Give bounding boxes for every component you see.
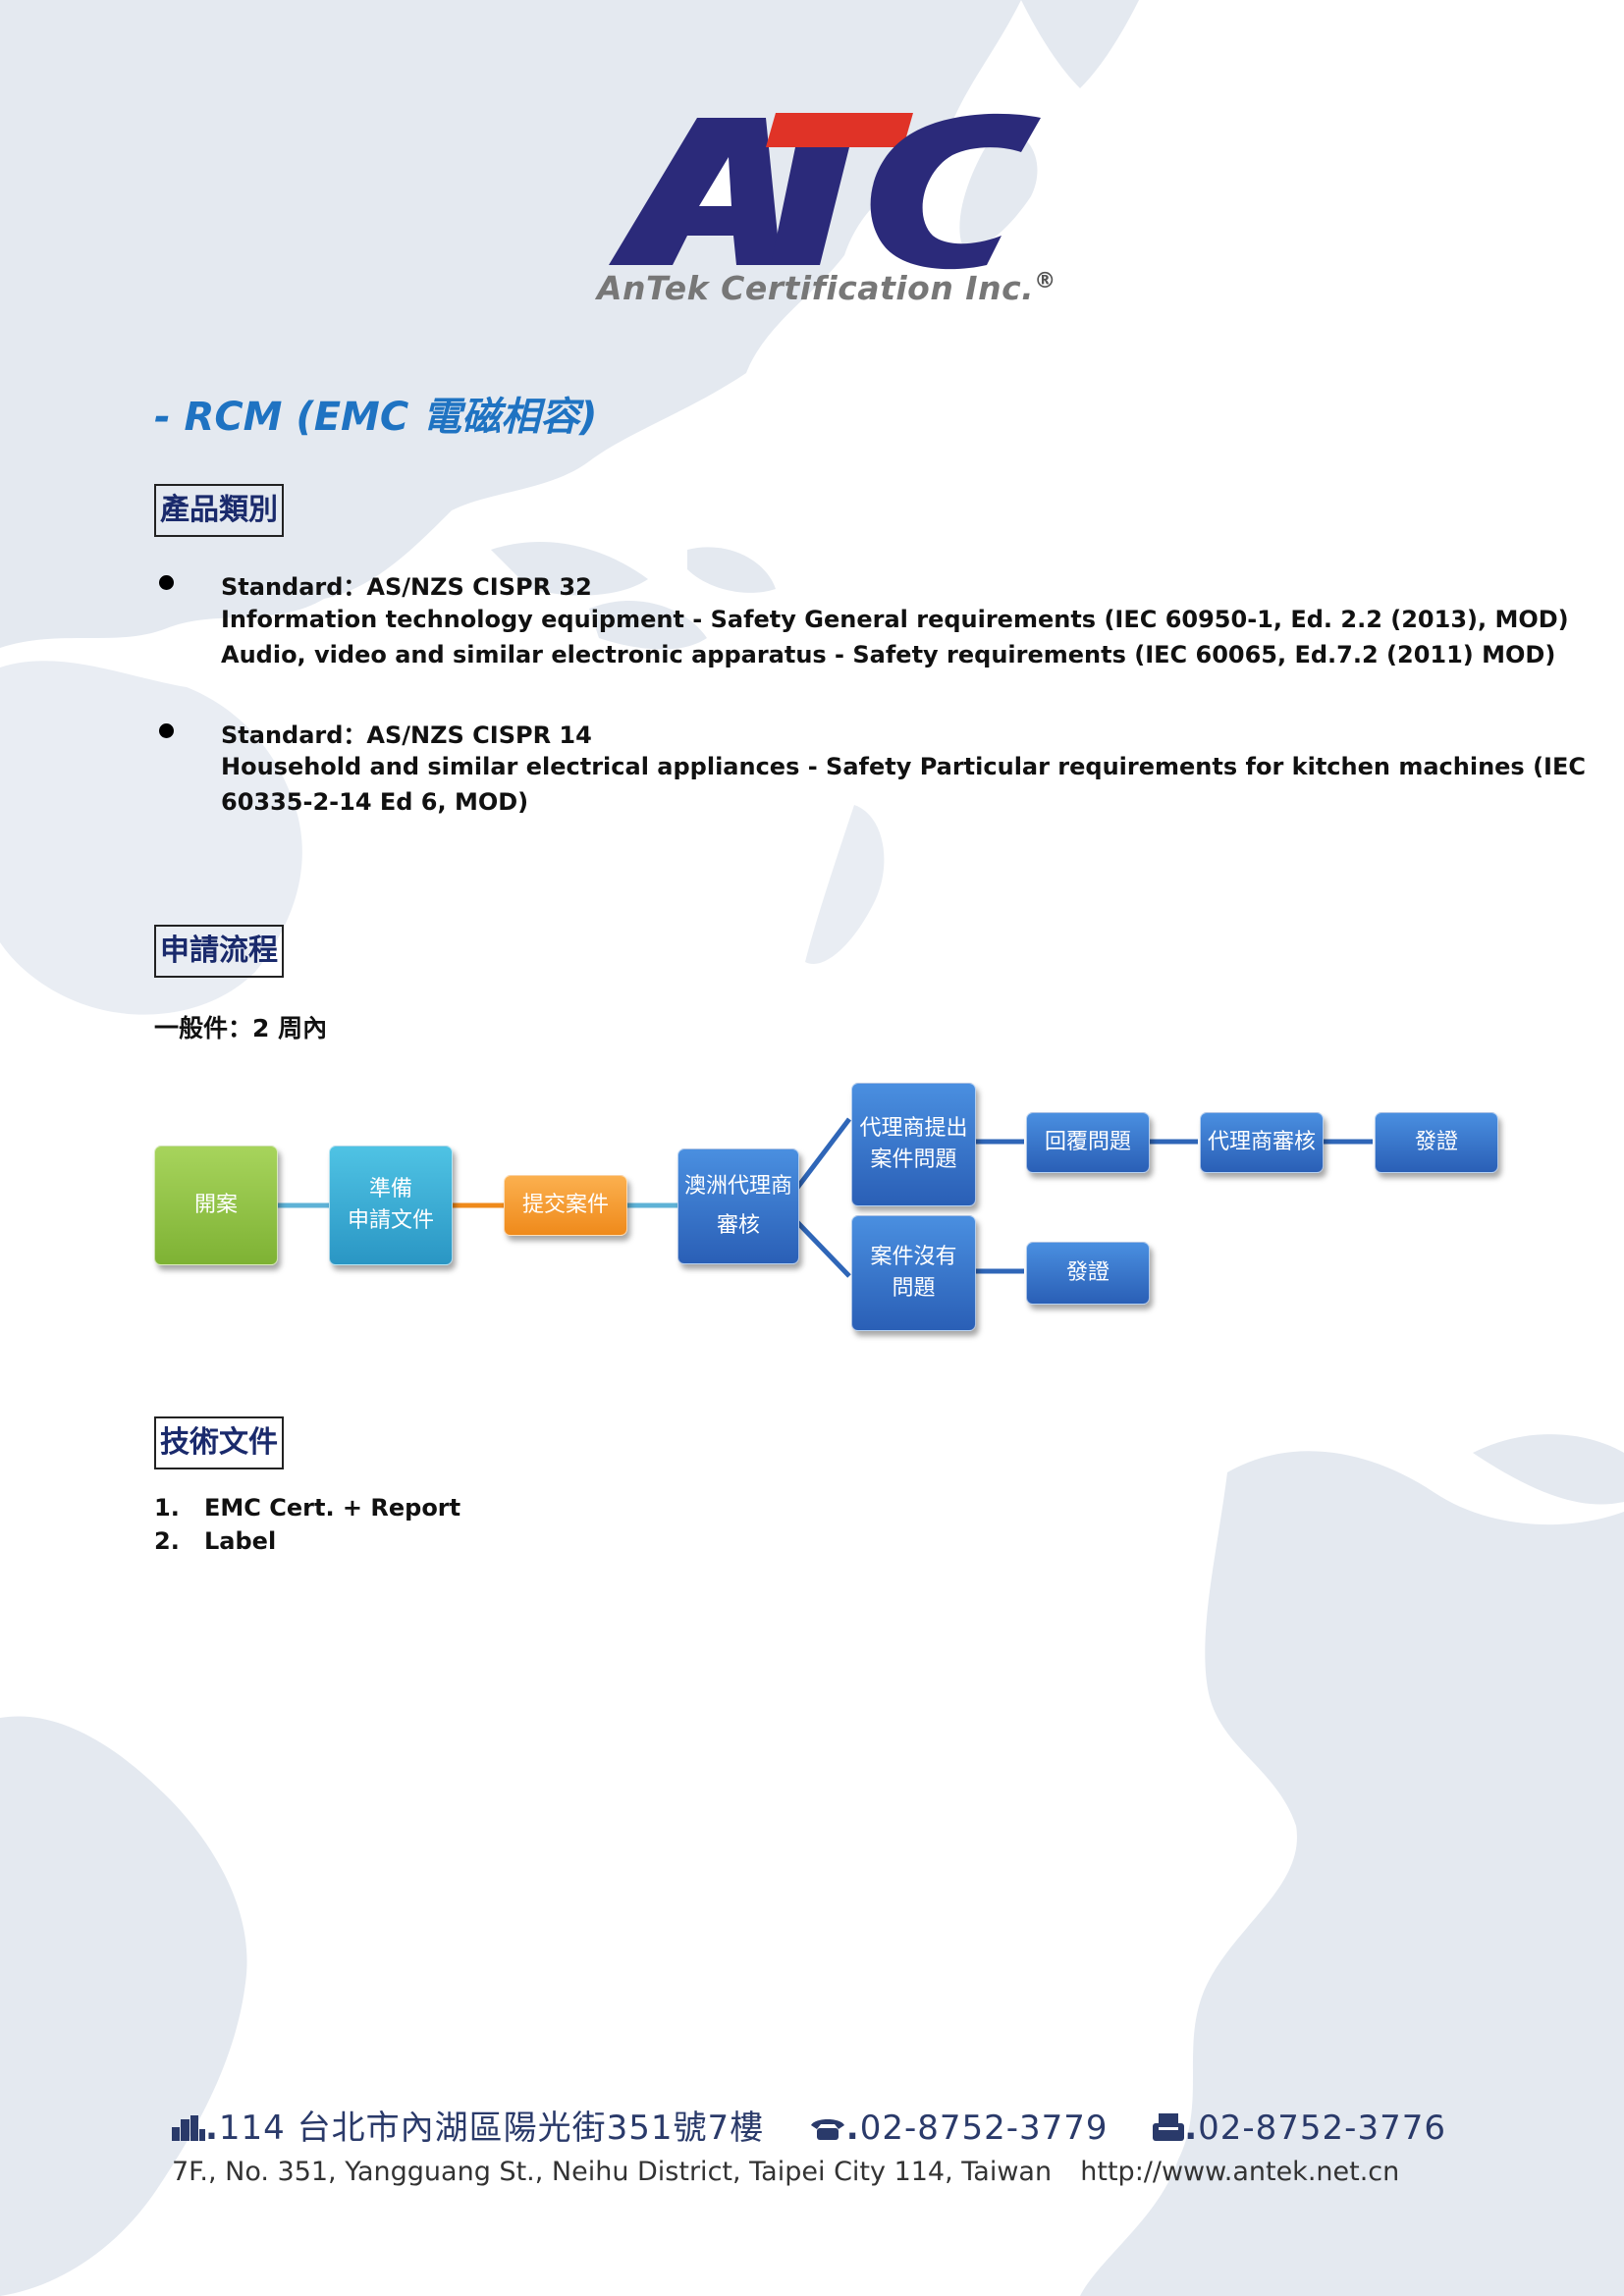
flow-node-open-case-label: 開案 [193, 1193, 238, 1217]
footer-website-link[interactable]: http://www.antek.net.cn [1080, 2157, 1400, 2187]
flow-node-agent-review: 澳洲代理商 審核 [677, 1148, 799, 1264]
phone-icon [810, 2119, 844, 2140]
timeline-text: 一般件：2 周內 [154, 1014, 328, 1042]
building-icon [172, 2115, 205, 2141]
standard-1-line-2: Audio, video and similar electronic appa… [221, 641, 1556, 668]
flow-node-issue-line-2: 案件問題 [870, 1148, 957, 1172]
flow-node-reply-label: 回覆問題 [1044, 1130, 1131, 1154]
doc-item-1-number: 1. [154, 1494, 180, 1522]
flow-node-agent-review-line-1: 澳洲代理商 [683, 1174, 792, 1199]
doc-item-1-text: EMC Cert. + Report [204, 1494, 461, 1522]
atc-logo-mark [609, 113, 1041, 270]
standard-2-label: Standard：AS/NZS CISPR 14 [221, 721, 592, 749]
standard-2-line-2: 60335-2-14 Ed 6, MOD) [221, 788, 529, 816]
flow-node-submit-case: 提交案件 [504, 1175, 627, 1236]
section-technical-documents: 技術文件 [154, 1416, 284, 1469]
footer-address-en: 7F., No. 351, Yangguang St., Neihu Distr… [172, 2157, 1053, 2187]
flow-node-agent-re-review: 代理商審核 [1200, 1112, 1324, 1173]
standard-1-label: Standard：AS/NZS CISPR 32 [221, 573, 592, 601]
flow-node-certificate-bottom-label: 發證 [1065, 1260, 1110, 1285]
section-application-process: 申請流程 [154, 925, 284, 978]
flow-node-submit-label: 提交案件 [521, 1193, 609, 1217]
flow-node-prepare-line-1: 準備 [368, 1177, 412, 1201]
flow-node-reply-issue: 回覆問題 [1026, 1112, 1150, 1173]
company-logo: AnTek Certification Inc.® [589, 98, 1056, 324]
flow-node-certificate-bottom: 發證 [1026, 1242, 1150, 1305]
flow-node-open-case: 開案 [154, 1146, 278, 1265]
flow-node-agent-re-review-label: 代理商審核 [1207, 1130, 1316, 1154]
footer-contact-line: .114 台北市內湖區陽光街351號7樓 .02-8752-3779 .02-8… [172, 2101, 1446, 2149]
section-product-category: 產品類別 [154, 484, 284, 537]
flow-node-issue-line-1: 代理商提出 [859, 1116, 968, 1141]
bullet-icon [159, 723, 174, 738]
footer-address-cn: 114 台北市內湖區陽光街351號7樓 [218, 2109, 765, 2148]
standard-2-line-1: Household and similar electrical applian… [221, 753, 1586, 780]
footer-fax: 02-8752-3776 [1198, 2109, 1446, 2148]
footer-phone: 02-8752-3779 [859, 2109, 1109, 2148]
doc-item-2-number: 2. [154, 1527, 180, 1555]
logo-subtitle-text: AnTek Certification Inc. [597, 269, 1035, 307]
footer-address-line: 7F., No. 351, Yangguang St., Neihu Distr… [172, 2157, 1399, 2187]
flow-node-agent-raises-issue: 代理商提出 案件問題 [851, 1083, 976, 1206]
page-title: - RCM (EMC 電磁相容) [154, 395, 598, 440]
flow-node-prepare-docs: 準備 申請文件 [329, 1146, 453, 1265]
flow-node-no-issue-line-1: 案件沒有 [870, 1245, 957, 1269]
registered-mark: ® [1034, 269, 1056, 294]
flow-node-no-issue-line-2: 問題 [892, 1276, 936, 1301]
standard-1-line-1: Information technology equipment - Safet… [221, 606, 1569, 633]
bullet-icon [159, 575, 174, 590]
flow-node-certificate-top-label: 發證 [1414, 1130, 1458, 1154]
fax-icon [1153, 2113, 1185, 2141]
logo-subtitle: AnTek Certification Inc.® [597, 269, 1056, 307]
flow-node-certificate-top: 發證 [1375, 1112, 1498, 1173]
flow-node-agent-review-line-2: 審核 [716, 1213, 760, 1238]
flow-node-no-issue: 案件沒有 問題 [851, 1215, 976, 1331]
flow-node-prepare-line-2: 申請文件 [347, 1208, 434, 1233]
doc-item-2-text: Label [204, 1527, 277, 1555]
